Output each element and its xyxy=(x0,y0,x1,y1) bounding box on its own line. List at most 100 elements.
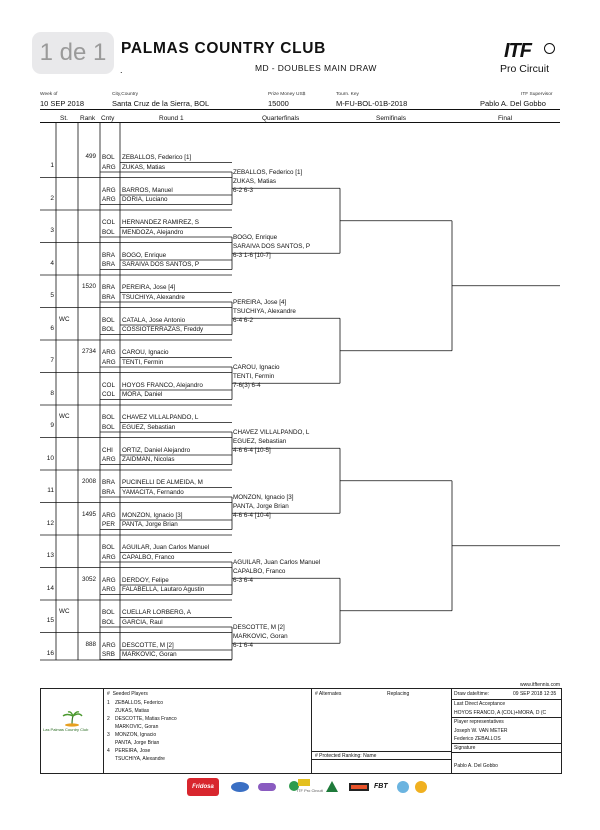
seed-player: ZUKAS, Matias xyxy=(115,708,150,714)
country-code: ARG xyxy=(102,196,116,203)
seed-number: 4 xyxy=(107,748,110,754)
country-code: SRB xyxy=(102,651,115,658)
itf-logo-subtitle: Pro Circuit xyxy=(500,63,550,75)
player-name: CHAVEZ VILLALPANDO, L xyxy=(122,414,199,421)
draw-line-number: 7 xyxy=(50,357,54,364)
alternates-title: # Alternates xyxy=(315,691,342,697)
player-name: MONZON, Ignacio [3] xyxy=(122,511,183,519)
header-rule-bottom xyxy=(40,122,560,123)
player-name: MENDOZA, Alejandro xyxy=(122,228,184,236)
player-name: PANTA, Jorge Brian xyxy=(122,521,178,528)
seed-status: WC xyxy=(59,608,70,615)
country-code: ARG xyxy=(102,349,116,356)
protected-rule-2 xyxy=(312,759,451,760)
draw-line-number: 6 xyxy=(50,324,54,332)
player-name: CAROU, Ignacio xyxy=(122,349,169,356)
country-code: BOL xyxy=(102,544,115,551)
qf-winner-name: PEREIRA, Jose [4] xyxy=(233,299,287,307)
player-name: EGUEZ, Sebastian xyxy=(122,423,176,431)
country-code: BRA xyxy=(102,479,115,486)
col-final: Final xyxy=(498,115,513,122)
country-code: BRA xyxy=(102,293,115,301)
player-name: AGUILAR, Juan Carlos Manuel xyxy=(122,544,210,551)
qf-winner-name: CAPALBO, Franco xyxy=(233,568,286,576)
draw-line-number: 8 xyxy=(50,389,54,397)
draw-line-number: 12 xyxy=(46,519,54,527)
player-rank: 1495 xyxy=(81,510,96,518)
player-name: DERDOY, Felipe xyxy=(122,576,169,584)
qf-winner-name: AGUILAR, Juan Carlos Manuel xyxy=(233,559,321,567)
qf-winner-name: CAROU, Ignacio xyxy=(233,364,280,372)
player-rank: 888 xyxy=(85,640,96,648)
draw-date-value: 09 SEP 2018 12:35 xyxy=(513,691,557,697)
country-code: ARG xyxy=(102,358,116,366)
qf-winner-name: ZUKAS, Matias xyxy=(233,178,277,186)
country-code: BRA xyxy=(102,488,115,496)
rep-2: Federico ZEBALLOS xyxy=(454,736,501,742)
country-code: BOL xyxy=(102,228,115,236)
palm-logo-icon xyxy=(59,711,85,727)
player-name: ORTIZ, Daniel Alejandro xyxy=(122,446,191,454)
country-code: BRA xyxy=(102,251,115,259)
seed-player: PANTA, Jorge Brian xyxy=(115,740,160,746)
seed-player: ZEBALLOS, Federico xyxy=(115,700,164,706)
rep-1: Joseph W. VAN METER xyxy=(454,728,508,734)
seed-player: MONZON, Ignacio xyxy=(115,732,157,738)
sponsor-itf-pro-circuit: ITF Pro Circuit xyxy=(297,778,323,796)
qf-winner-name: TSUCHIYA, Alexandre xyxy=(233,308,296,316)
seed-status: WC xyxy=(59,413,70,420)
draw-line-number: 1 xyxy=(50,162,54,169)
country-code: BOL xyxy=(102,423,115,431)
player-name: MORA, Daniel xyxy=(122,391,163,398)
player-name: TENTI, Fermin xyxy=(122,358,164,366)
player-name: DESCOTTE, M [2] xyxy=(122,641,174,649)
sponsor-logo-4 xyxy=(286,778,302,796)
qf-winner-name: PANTA, Jorge Brian xyxy=(233,503,289,511)
sponsor-logo-10 xyxy=(412,778,430,796)
player-name: BOGO, Enrique xyxy=(122,251,167,259)
seeded-title: # Seeded Players xyxy=(107,691,148,697)
country-code: BOL xyxy=(102,316,115,324)
player-name: PEREIRA, Jose [4] xyxy=(122,284,176,291)
player-name: ZEBALLOS, Federico [1] xyxy=(122,154,192,161)
draw-line-number: 15 xyxy=(46,617,54,624)
qf-score: 6-3 1-6 [10-7] xyxy=(233,252,271,260)
qf-score: 7-6(3) 6-4 xyxy=(233,382,261,390)
title-dot: . xyxy=(120,65,123,75)
qf-winner-name: BOGO, Enrique xyxy=(233,234,278,242)
qf-score: 6-1 6-4 xyxy=(233,642,253,650)
sponsor-logo-2 xyxy=(230,778,250,796)
player-name: ZAIDMAN, Nicolas xyxy=(122,456,175,463)
player-rank: 499 xyxy=(85,153,96,160)
player-name: ZUKAS, Matias xyxy=(122,163,166,171)
key-value: M-FU-BOL-01B-2018 xyxy=(336,99,408,108)
sponsor-logo-9 xyxy=(394,778,412,796)
key-label: Tourn. Key xyxy=(336,92,359,97)
seed-status: WC xyxy=(59,315,70,323)
player-name: HOYOS FRANCO, Alejandro xyxy=(122,381,203,389)
qf-winner-name: EGUEZ, Sebastian xyxy=(233,438,287,446)
city-label: City,Country xyxy=(112,92,139,97)
page-counter-badge[interactable]: 1 de 1 xyxy=(32,32,114,74)
lda-label: Last Direct Acceptance xyxy=(454,701,506,707)
qf-winner-name: TENTI, Fermin xyxy=(233,373,275,381)
country-code: BOL xyxy=(102,414,115,421)
country-code: COL xyxy=(102,219,115,226)
qf-winner-name: MONZON, Ignacio [3] xyxy=(233,494,294,502)
header-rule-top xyxy=(40,109,560,110)
player-rank: 1520 xyxy=(81,283,96,290)
itf-logo: ITF Pro Circuit xyxy=(500,40,572,80)
country-code: ARG xyxy=(102,456,116,463)
country-code: ARG xyxy=(102,511,116,519)
sponsor-fbt: FBT xyxy=(374,783,388,790)
seed-player: PEREIRA, Jose xyxy=(115,748,151,754)
qf-score: 6-4 6-2 xyxy=(233,317,253,325)
country-code: CHI xyxy=(102,446,113,454)
seed-number: 3 xyxy=(107,732,110,738)
country-code: PER xyxy=(102,521,115,528)
qf-winner-name: SARAIVA DOS SANTOS, P xyxy=(233,243,311,251)
club-logo-text: Las Palmas Country Club xyxy=(43,727,89,732)
col-rank: Rank xyxy=(80,115,96,122)
country-code: ARG xyxy=(102,641,116,649)
